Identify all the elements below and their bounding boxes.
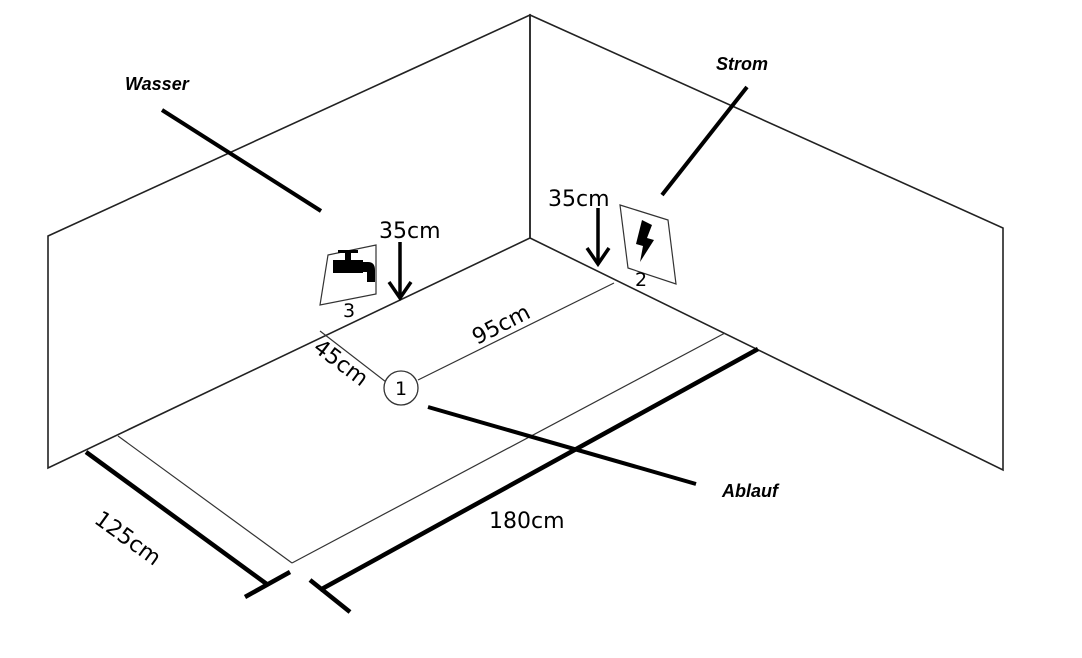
height-arrows <box>387 208 611 302</box>
water-arrow-head <box>387 281 413 302</box>
floor-front-edge <box>117 435 293 564</box>
walls <box>47 13 1004 472</box>
power-height-label: 35cm <box>548 187 610 212</box>
drain-circle <box>383 370 419 406</box>
power-outlet-box <box>619 204 677 285</box>
length-dimension-line <box>318 347 760 592</box>
power-outlet <box>619 204 677 285</box>
right-wall <box>529 13 1004 472</box>
water-number: 3 <box>343 300 355 322</box>
drain-to-wall-label: 45cm <box>308 335 372 392</box>
drain-run-line <box>417 282 615 381</box>
lightning-icon <box>636 220 654 262</box>
drain-offset-line <box>319 330 387 383</box>
power-leader-line <box>660 85 749 197</box>
water-label: Wasser <box>125 74 190 94</box>
drain-marker: 1 <box>383 370 419 406</box>
drain-leader-line <box>427 405 697 486</box>
drain-label: Ablauf <box>721 481 780 501</box>
power-label: Strom <box>716 54 768 74</box>
dimension-lines <box>84 347 760 614</box>
water-leader-line <box>160 108 323 213</box>
length-end-tick <box>308 578 352 614</box>
width-label: 125cm <box>89 507 165 572</box>
left-wall <box>47 13 531 470</box>
power-number: 2 <box>635 269 647 291</box>
water-outlet <box>319 244 377 306</box>
power-arrow-head <box>585 247 611 268</box>
width-end-tick <box>243 570 292 599</box>
length-label: 180cm <box>489 509 565 534</box>
floor-right-edge <box>291 332 726 564</box>
drain-number: 1 <box>395 378 407 400</box>
faucet-icon <box>333 250 375 282</box>
drain-along-label: 95cm <box>468 300 534 350</box>
leaders <box>160 85 749 486</box>
water-outlet-box <box>319 244 377 306</box>
width-dimension-line <box>84 450 270 587</box>
water-height-label: 35cm <box>379 219 441 244</box>
floor <box>117 282 726 564</box>
